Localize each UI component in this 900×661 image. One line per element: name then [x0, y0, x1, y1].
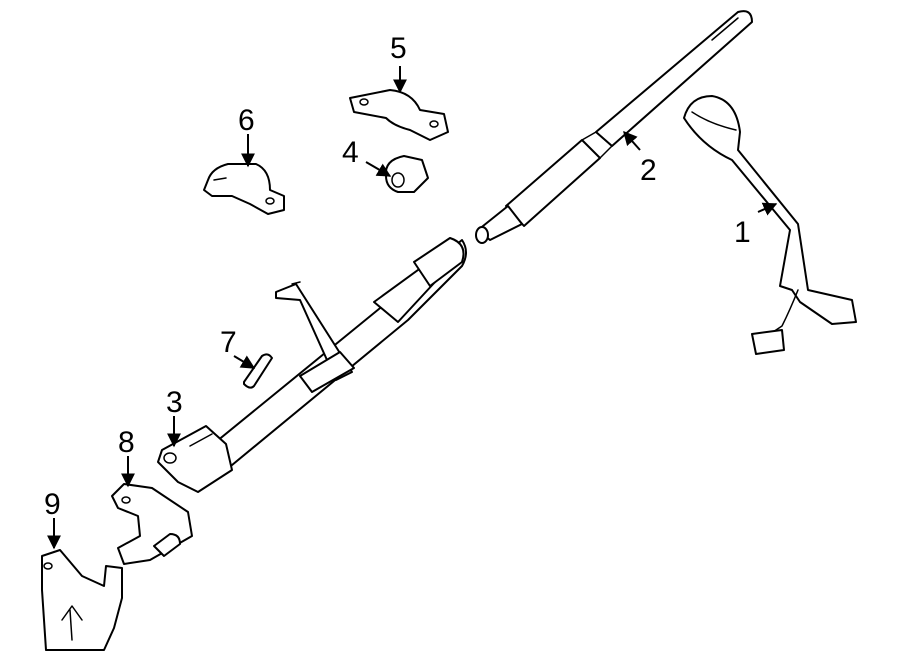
leader-7: [233, 355, 256, 369]
callout-2: 2: [640, 154, 657, 187]
part-3-coupler: [157, 425, 233, 493]
part-7-pin: [243, 353, 273, 389]
callout-9: 9: [44, 488, 61, 521]
callout-1: 1: [734, 216, 751, 249]
callout-labels: 1 2 3 4 5 6 7 8 9: [44, 32, 751, 521]
part-6-bracket: [203, 163, 285, 215]
part-1-shift-lever: [683, 95, 857, 355]
part-8-bracket: [111, 483, 193, 565]
callout-7: 7: [220, 326, 237, 359]
callout-3: 3: [166, 386, 183, 419]
callout-4: 4: [342, 136, 359, 169]
callout-5: 5: [390, 32, 407, 65]
part-9-bracket: [41, 549, 123, 651]
callout-leaders: [47, 66, 778, 550]
steering-column-assembly: [205, 237, 467, 471]
leader-1: [757, 202, 778, 216]
leader-4: [365, 161, 392, 177]
part-5-clamp: [349, 89, 449, 141]
callout-8: 8: [118, 426, 135, 459]
part-2-steering-shaft: [475, 10, 753, 244]
callout-6: 6: [238, 104, 255, 137]
part-4-bushing: [384, 155, 429, 193]
leader-2: [623, 130, 641, 151]
